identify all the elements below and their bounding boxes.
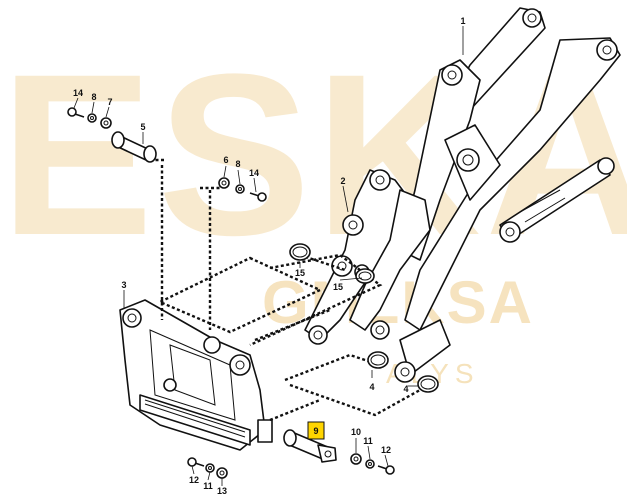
callout-8-left: 8: [91, 92, 96, 102]
callout-1: 1: [460, 16, 465, 26]
callout-9: 9: [313, 426, 318, 436]
callout-12-right: 12: [381, 445, 391, 455]
callout-8-middle: 8: [235, 159, 240, 169]
callout-11-left: 11: [203, 481, 213, 491]
callout-10: 10: [351, 427, 361, 437]
o-ring-15-right[interactable]: [355, 268, 375, 284]
callout-7: 7: [107, 97, 112, 107]
bolt-set-top-left[interactable]: [67, 107, 112, 129]
callout-13: 13: [217, 486, 227, 495]
quick-coupler-part[interactable]: [119, 299, 273, 451]
o-ring-4-left[interactable]: [367, 351, 389, 369]
callout-6: 6: [223, 155, 228, 165]
callout-12-left: 12: [189, 475, 199, 485]
callout-4-right: 4: [403, 384, 408, 394]
lift-arm-part[interactable]: [394, 7, 621, 383]
callout-4-left: 4: [369, 382, 374, 392]
alignment-dashed-lines: [150, 158, 421, 422]
bolt-set-middle[interactable]: [218, 177, 267, 202]
callout-14-left: 14: [73, 88, 83, 98]
callout-15-left: 15: [295, 268, 305, 278]
bolt-set-bottom-left[interactable]: [187, 457, 228, 479]
bolt-set-bottom-right[interactable]: [350, 453, 395, 475]
callout-14-middle: 14: [249, 168, 259, 178]
leader-lines: [73, 26, 464, 486]
o-ring-15-left[interactable]: [289, 243, 311, 261]
callout-3: 3: [121, 280, 126, 290]
o-ring-4-right[interactable]: [417, 375, 439, 393]
linkage-part[interactable]: [304, 169, 431, 345]
pin-part-9[interactable]: [283, 429, 337, 463]
callout-5: 5: [140, 122, 145, 132]
pin-part-5[interactable]: [111, 131, 157, 163]
callout-9-highlighted[interactable]: 9: [307, 421, 325, 440]
callout-2: 2: [340, 176, 345, 186]
callout-15-right: 15: [333, 282, 343, 292]
callout-11-right: 11: [363, 436, 373, 446]
